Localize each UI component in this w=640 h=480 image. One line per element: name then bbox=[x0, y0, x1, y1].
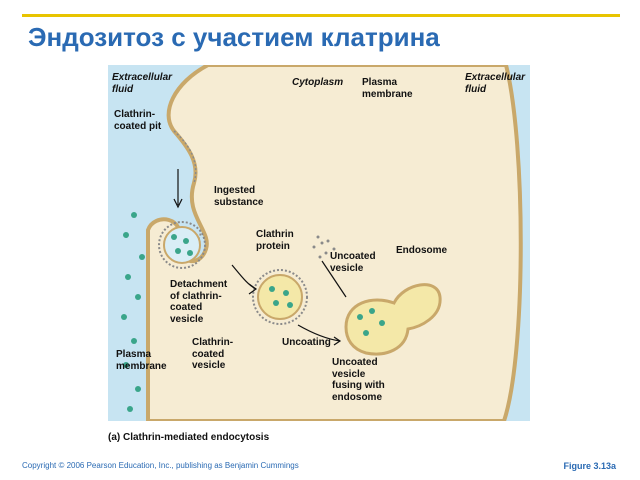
figure-number: Figure 3.13a bbox=[563, 461, 616, 471]
diagram-canvas bbox=[108, 63, 530, 423]
label-uncoating: Uncoating bbox=[282, 337, 331, 348]
label-cytoplasm: Cytoplasm bbox=[292, 77, 344, 88]
label-clathrin-protein: Clathrin protein bbox=[256, 229, 294, 252]
endosome bbox=[344, 283, 442, 356]
label-plasma-membrane-bottom: Plasma membrane bbox=[116, 349, 167, 372]
copyright-notice: Copyright © 2006 Pearson Education, Inc.… bbox=[22, 461, 299, 470]
coated-vesicle-forming bbox=[158, 221, 206, 269]
process-arrows bbox=[173, 169, 347, 346]
figure-caption: (a) Clathrin-mediated endocytosis bbox=[108, 432, 270, 443]
label-clathrin-coated-pit: Clathrin-coated pit bbox=[114, 109, 162, 132]
clathrin-coated-vesicle bbox=[252, 269, 308, 325]
label-detachment: Detachment of clathrin-coated vesicle bbox=[170, 279, 228, 325]
label-plasma-membrane-top: Plasma membrane bbox=[362, 77, 413, 100]
label-uncoated-vesicle: Uncoated vesicle bbox=[330, 251, 376, 274]
extracellular-particles bbox=[121, 212, 145, 412]
label-ingested-substance: Ingested substance bbox=[214, 185, 264, 208]
label-extracellular-fluid-right: Extracellular fluid bbox=[465, 72, 526, 95]
page-title: Эндозитоз с участием клатрина bbox=[28, 22, 440, 52]
endocytosis-diagram: Extracellular fluid Cytoplasm Plasma mem… bbox=[108, 63, 530, 423]
title-rule bbox=[22, 14, 620, 17]
clathrin-coated-pit bbox=[173, 130, 197, 184]
label-uncoated-vesicle-fusing: Uncoated vesicle fusing with endosome bbox=[332, 357, 385, 403]
label-endosome: Endosome bbox=[396, 245, 448, 256]
label-clathrin-coated-vesicle: Clathrin-coated vesicle bbox=[192, 337, 234, 371]
label-extracellular-fluid-left: Extracellular fluid bbox=[112, 72, 173, 95]
clathrin-protein-scatter bbox=[312, 235, 336, 259]
